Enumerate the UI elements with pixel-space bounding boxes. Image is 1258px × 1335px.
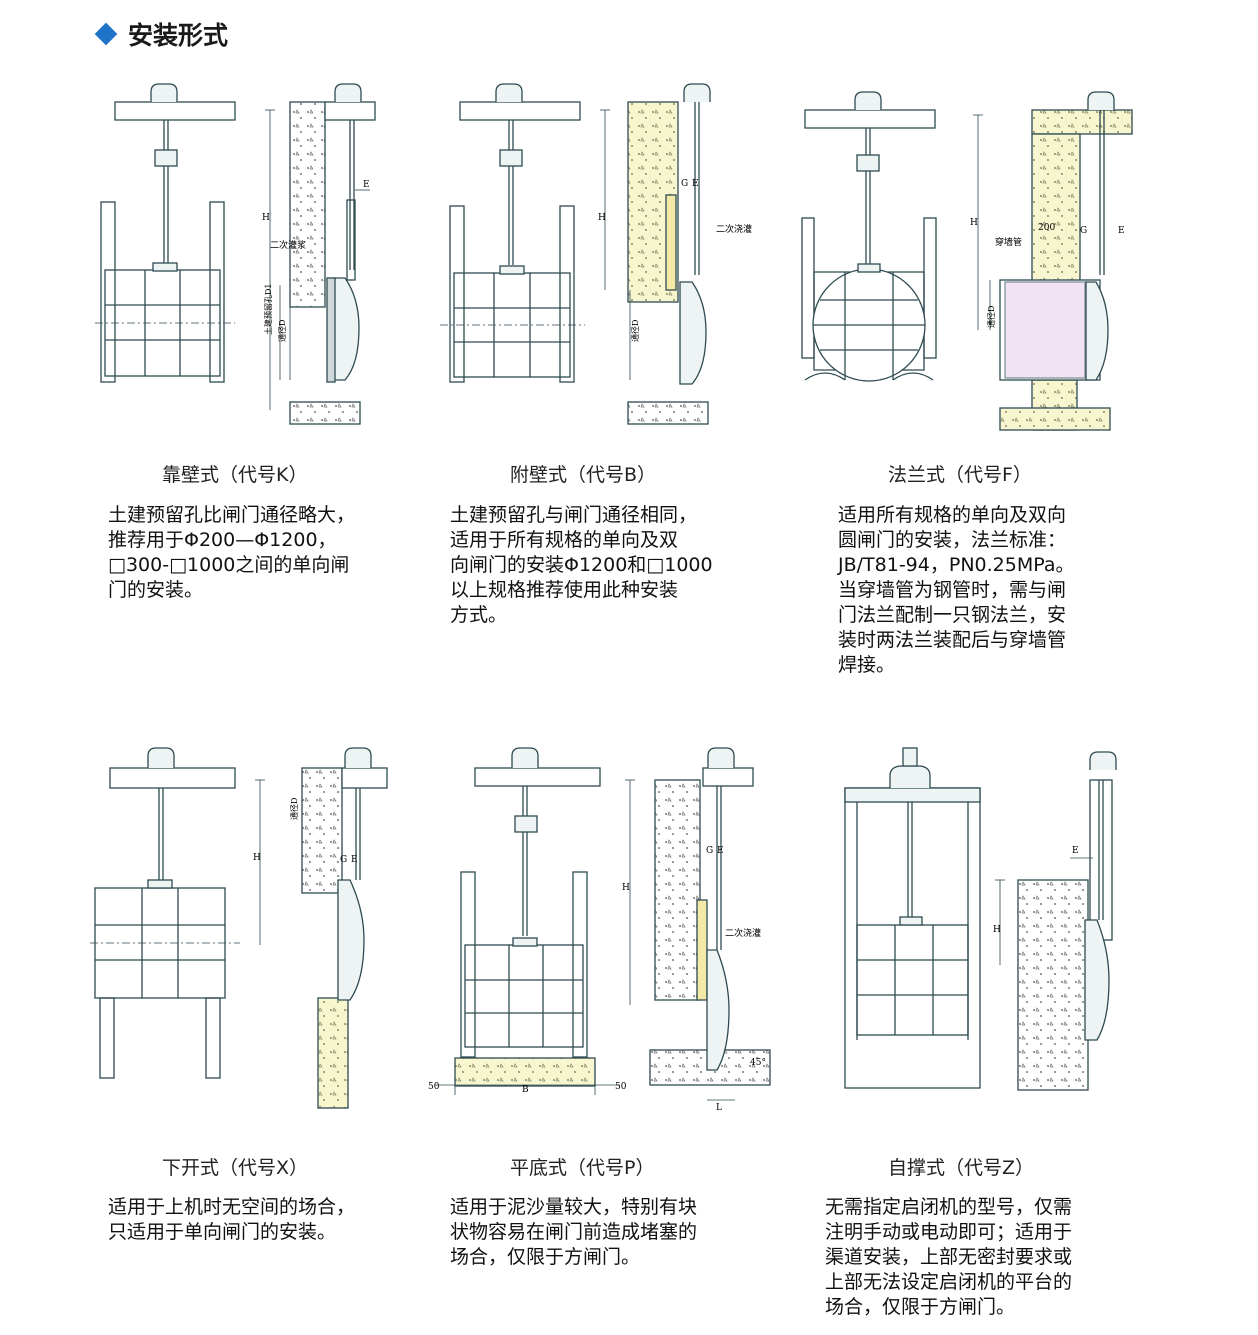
diagram-self-support-z: H E xyxy=(844,747,1117,1091)
section-header: 安装形式 xyxy=(94,18,229,50)
label-h: H xyxy=(262,213,270,223)
label-g: G xyxy=(706,846,713,856)
label-e: E xyxy=(717,846,724,856)
label-g: G xyxy=(340,855,347,865)
label-e: E xyxy=(1118,226,1125,236)
label-g: G xyxy=(1080,226,1087,236)
label-grout: 二次浇灌 xyxy=(725,927,761,939)
label-l: L xyxy=(716,1103,722,1113)
card-desc-p: 适用于泥沙量较大，特别有块状物容易在闸门前造成堵塞的 场合，仅限于方闸门。 xyxy=(450,1196,698,1268)
diagram-attached-b: H G E 二次浇灌 通径D xyxy=(440,83,752,425)
label-h: H xyxy=(598,213,606,223)
diagram-bottom-open-x: H G E 通径D xyxy=(90,747,388,1109)
section-title: 安装形式 xyxy=(128,21,229,50)
label-e: E xyxy=(692,179,699,189)
label-e: E xyxy=(363,180,370,190)
diamond-bullet-icon xyxy=(94,22,118,46)
diagram-flange-f: H 200 G E 穿墙管 通径D xyxy=(801,91,1133,431)
label-d: 通径D xyxy=(986,306,996,328)
card-desc-z: 无需指定启闭机的型号，仅需注明手动或电动即可；适用于 渠道安装，上部无密封要求或… xyxy=(825,1196,1073,1318)
label-e: E xyxy=(1072,846,1079,856)
label-d: 通径D xyxy=(289,798,299,820)
label-e: E xyxy=(351,855,358,865)
label-grout: 二次灌浆 xyxy=(270,239,306,251)
card-desc-b: 土建预留孔与闸门通径相同，适用于所有规格的单向及双 向闸门的安装Φ1200和□1… xyxy=(450,504,713,626)
label-h: H xyxy=(622,883,630,893)
label-h: H xyxy=(253,853,261,863)
card-label-k: 靠壁式（代号K） xyxy=(162,464,308,486)
card-label-f: 法兰式（代号F） xyxy=(888,464,1032,486)
card-desc-k: 土建预留孔比闸门通径略大，推荐用于Φ200—Φ1200， □300-□1000之… xyxy=(108,504,356,601)
diagram-wall-mounted-k: H E 二次灌浆 土建预留孔D1 通径D xyxy=(95,83,376,425)
label-h: H xyxy=(970,218,978,228)
label-50-right: 50 xyxy=(615,1082,627,1092)
label-d: 通径D xyxy=(277,320,287,342)
card-label-x: 下开式（代号X） xyxy=(162,1157,309,1179)
card-label-z: 自撑式（代号Z） xyxy=(888,1157,1035,1179)
label-pipe: 穿墙管 xyxy=(995,236,1022,248)
label-d: 通径D xyxy=(630,320,640,342)
label-50-left: 50 xyxy=(428,1082,440,1092)
diagram-flat-bottom-p: H G E 二次浇灌 B L 50 50 45° xyxy=(428,747,771,1113)
label-45: 45° xyxy=(750,1058,766,1068)
label-g: G xyxy=(681,179,688,189)
card-label-b: 附壁式（代号B） xyxy=(510,464,657,486)
card-desc-f: 适用所有规格的单向及双向圆闸门的安装，法兰标准： JB/T81-94，PN0.2… xyxy=(838,504,1075,676)
label-b: B xyxy=(522,1085,529,1095)
card-label-p: 平底式（代号P） xyxy=(510,1157,655,1179)
label-h: H xyxy=(993,925,1001,935)
card-desc-x: 适用于上机时无空间的场合，只适用于单向闸门的安装。 xyxy=(108,1196,356,1243)
label-grout: 二次浇灌 xyxy=(716,223,752,235)
label-200: 200 xyxy=(1038,223,1055,233)
label-d1: 土建预留孔D1 xyxy=(263,283,273,335)
